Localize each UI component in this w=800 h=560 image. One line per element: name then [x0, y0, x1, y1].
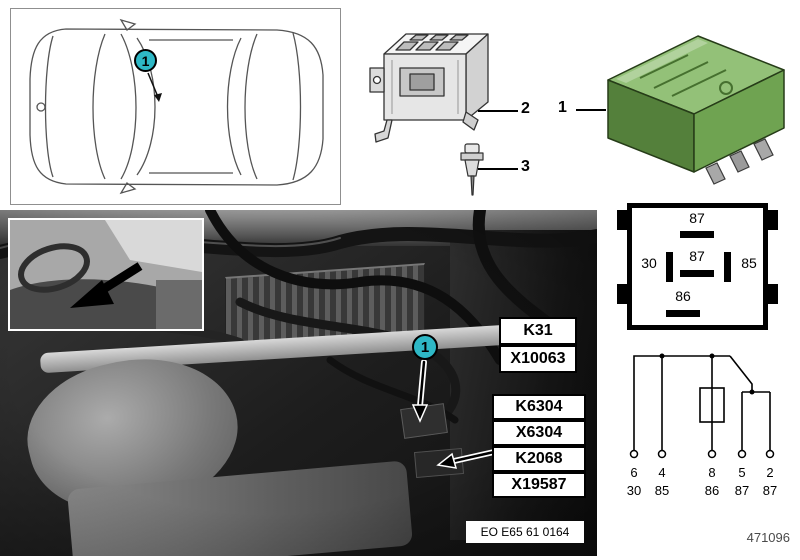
schematic-terminal: 87	[763, 483, 777, 498]
schematic-terminal: 86	[705, 483, 719, 498]
schematic-connector-pin: 2	[766, 465, 773, 480]
pin-blade-87-center	[680, 270, 714, 277]
pin-30: 30	[641, 255, 657, 271]
schematic-connector-pin: 8	[708, 465, 715, 480]
item-3-label[interactable]: 3	[521, 158, 530, 175]
document-number: 471096	[746, 530, 790, 545]
item-2-leader-line	[478, 110, 518, 112]
pin-85: 85	[741, 255, 757, 271]
relay-pin-layout: 87 30 87 85 86	[627, 203, 768, 330]
schematic-terminal: 85	[655, 483, 669, 498]
callout-1-car-badge[interactable]: 1	[134, 49, 157, 72]
item-1-leader-line	[576, 109, 606, 111]
schematic-terminal: 87	[735, 483, 749, 498]
interior-inset	[8, 218, 204, 331]
pin-86: 86	[675, 288, 691, 304]
interior-view-drawing	[10, 220, 202, 329]
label-x10063: X10063	[499, 345, 577, 373]
location-arrow-icon	[70, 262, 143, 308]
pin-diagram-tab	[617, 210, 627, 230]
pin-87-center: 87	[689, 248, 705, 264]
pin-diagram-tab	[768, 284, 778, 304]
label-x6304: X6304	[492, 420, 586, 446]
car-location-panel	[10, 8, 341, 205]
relay-circuit-schematic: 6 4 8 5 2 30 85 86 87 87	[627, 353, 777, 498]
relay-socket-drawing	[369, 33, 489, 143]
item-3-leader-line	[478, 168, 518, 170]
pin-blade-top	[680, 231, 714, 238]
label-k2068: K2068	[492, 446, 586, 472]
pin-blade-30	[666, 252, 673, 282]
schematic-terminal: 30	[627, 483, 641, 498]
relay-part-drawing	[607, 35, 785, 185]
label-k6304: K6304	[492, 394, 586, 420]
pin-87-top: 87	[689, 210, 705, 226]
schematic-connector-pin: 5	[738, 465, 745, 480]
pin-diagram-tab	[768, 210, 778, 230]
pin-diagram-tab	[617, 284, 627, 304]
pin-blade-86	[666, 310, 700, 317]
label-k31: K31	[499, 317, 577, 345]
callout-1-photo-badge[interactable]: 1	[412, 334, 438, 360]
pin-blade-85	[724, 252, 731, 282]
item-2-label[interactable]: 2	[521, 100, 530, 117]
car-top-view-drawing	[29, 18, 324, 195]
eo-code: EO E65 61 0164	[466, 521, 584, 543]
item-1-label[interactable]: 1	[558, 99, 567, 116]
label-x19587: X19587	[492, 472, 586, 498]
contact-pin-drawing	[460, 143, 484, 196]
schematic-connector-pin: 4	[658, 465, 665, 480]
schematic-connector-pin: 6	[630, 465, 637, 480]
pointer-arrows	[411, 359, 497, 469]
